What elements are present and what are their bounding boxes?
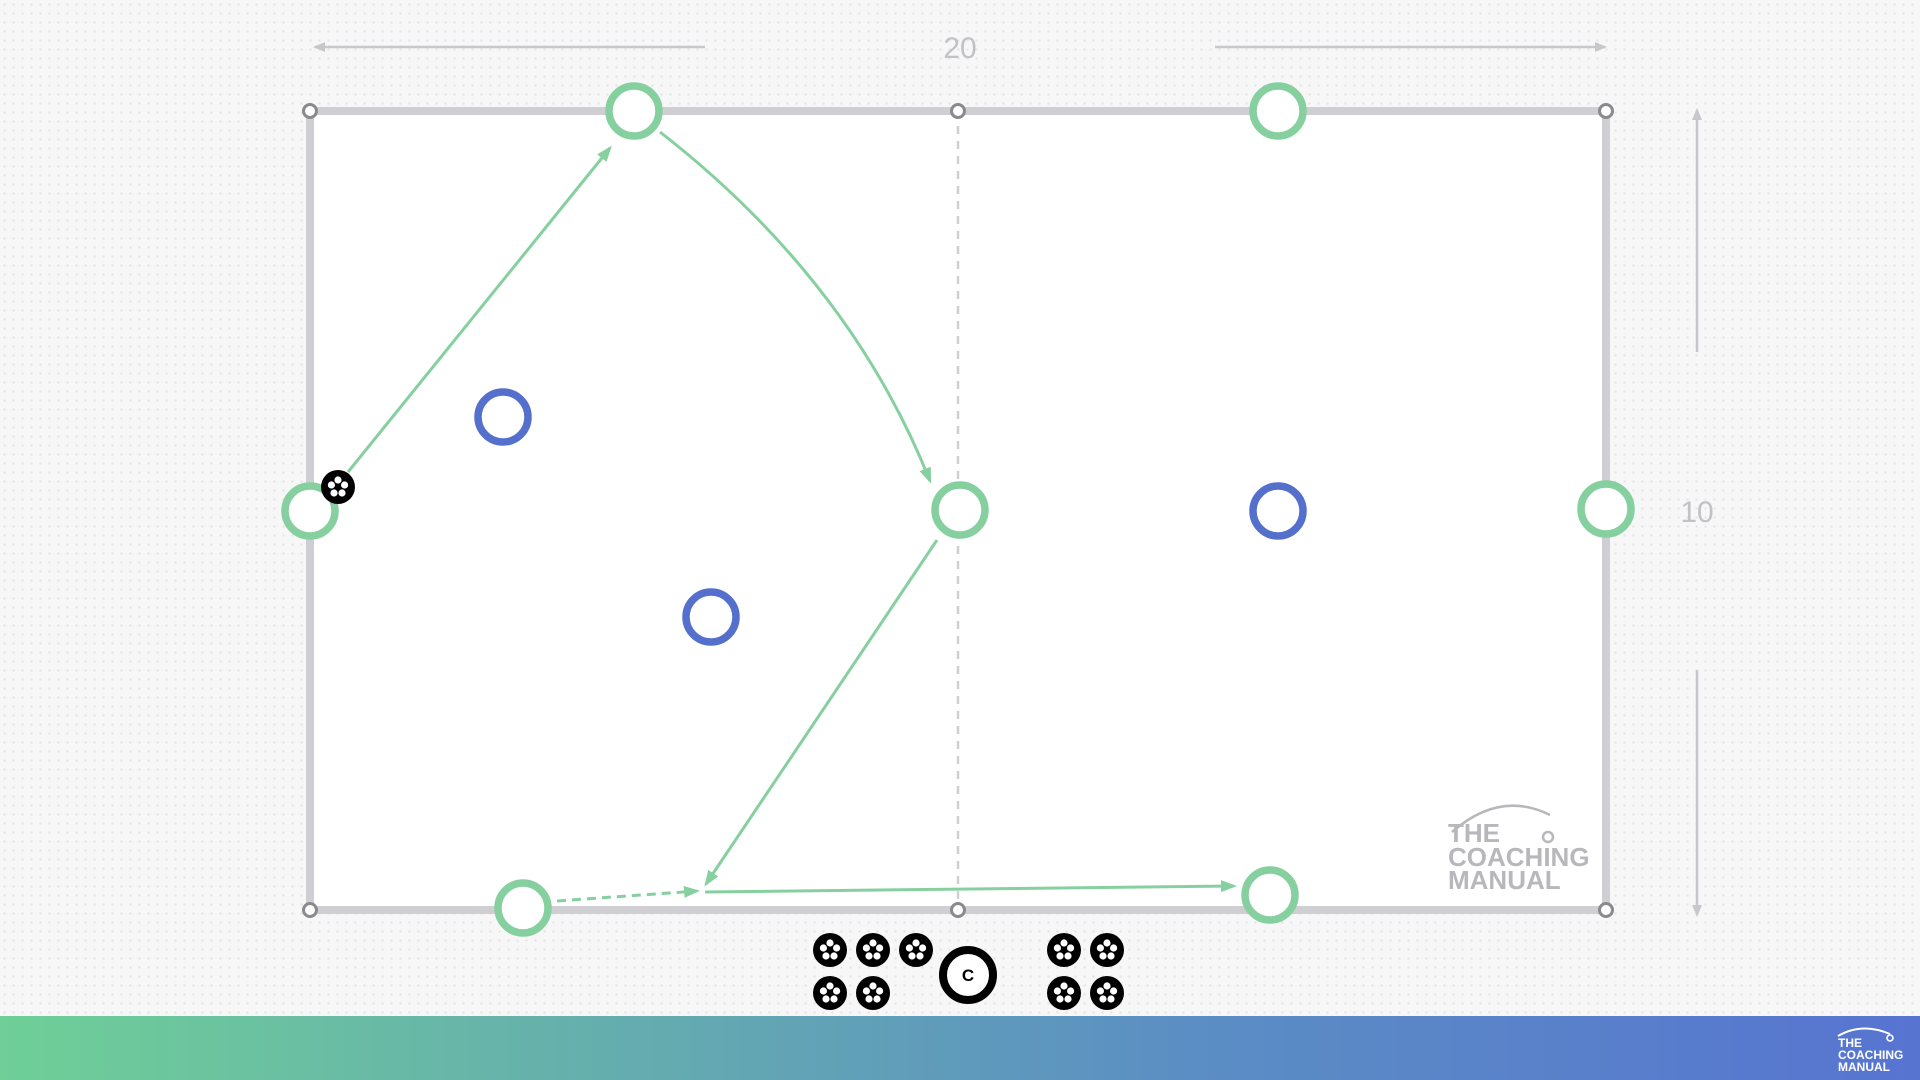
pitch-corner-markers — [302, 103, 1614, 918]
coaching-manual-watermark: THE COACHING MANUAL — [1448, 804, 1590, 895]
watermark-line-2: COACHING — [1448, 842, 1590, 872]
halfway-marker — [950, 902, 966, 918]
green-ring-player-icon — [281, 482, 339, 540]
pass-arrow-bottom-to-right — [704, 880, 1237, 894]
soccer-ball-icon — [1090, 976, 1124, 1010]
soccer-ball-icon — [856, 976, 890, 1010]
pass-arrow-left-to-top — [346, 145, 612, 473]
corner-marker — [1598, 902, 1614, 918]
watermark-ball-icon — [1541, 830, 1555, 844]
soccer-ball-icon — [813, 976, 847, 1010]
footer-gradient-bar: THE COACHING MANUAL — [0, 1016, 1920, 1080]
soccer-ball-icon — [813, 933, 847, 967]
watermark-arrow-icon — [1451, 804, 1551, 833]
defending-players — [474, 388, 1307, 646]
drill-diagram: 20 10 THE COACHING MANUAL — [281, 32, 1714, 1010]
coach-label: C — [962, 966, 974, 985]
blue-ring-player-icon — [1249, 482, 1307, 540]
soccer-ball-icon — [1090, 933, 1124, 967]
coaching-manual-logo: THE COACHING MANUAL — [1837, 1027, 1903, 1074]
watermark-line-3: MANUAL — [1448, 865, 1561, 895]
run-arrow-bottom-player — [556, 885, 700, 903]
corner-marker — [1598, 103, 1614, 119]
green-ring-player-icon — [605, 82, 663, 140]
green-ring-player-icon — [494, 879, 552, 937]
green-ring-player-icon — [1249, 82, 1307, 140]
soccer-ball-icon — [899, 933, 933, 967]
blue-ring-player-icon — [682, 588, 740, 646]
corner-marker — [302, 902, 318, 918]
green-ring-player-icon — [931, 481, 989, 539]
attacking-players — [281, 82, 1635, 937]
logo-ball-icon — [1886, 1034, 1894, 1042]
height-dimension-label: 10 — [1680, 496, 1713, 529]
soccer-ball-icon — [856, 933, 890, 967]
corner-marker — [302, 103, 318, 119]
green-ring-player-icon — [1241, 866, 1299, 924]
pass-arrow-center-to-bottom — [704, 539, 939, 887]
footer-logo-line-1: THE — [1838, 1036, 1862, 1050]
watermark-line-1: THE — [1448, 818, 1500, 848]
logo-arrow-icon — [1837, 1027, 1891, 1037]
soccer-ball-icon — [321, 470, 355, 504]
width-dimension-label: 20 — [943, 32, 976, 65]
footer-logo-line-3: MANUAL — [1838, 1060, 1890, 1074]
soccer-ball-icon — [1047, 976, 1081, 1010]
coach-icon: C — [939, 946, 997, 1004]
soccer-ball-icon — [1047, 933, 1081, 967]
halfway-marker — [950, 103, 966, 119]
green-ring-player-icon — [1577, 480, 1635, 538]
footer-logo-line-2: COACHING — [1838, 1048, 1903, 1062]
blue-ring-player-icon — [474, 388, 532, 446]
pass-arrow-top-to-center — [659, 130, 932, 484]
